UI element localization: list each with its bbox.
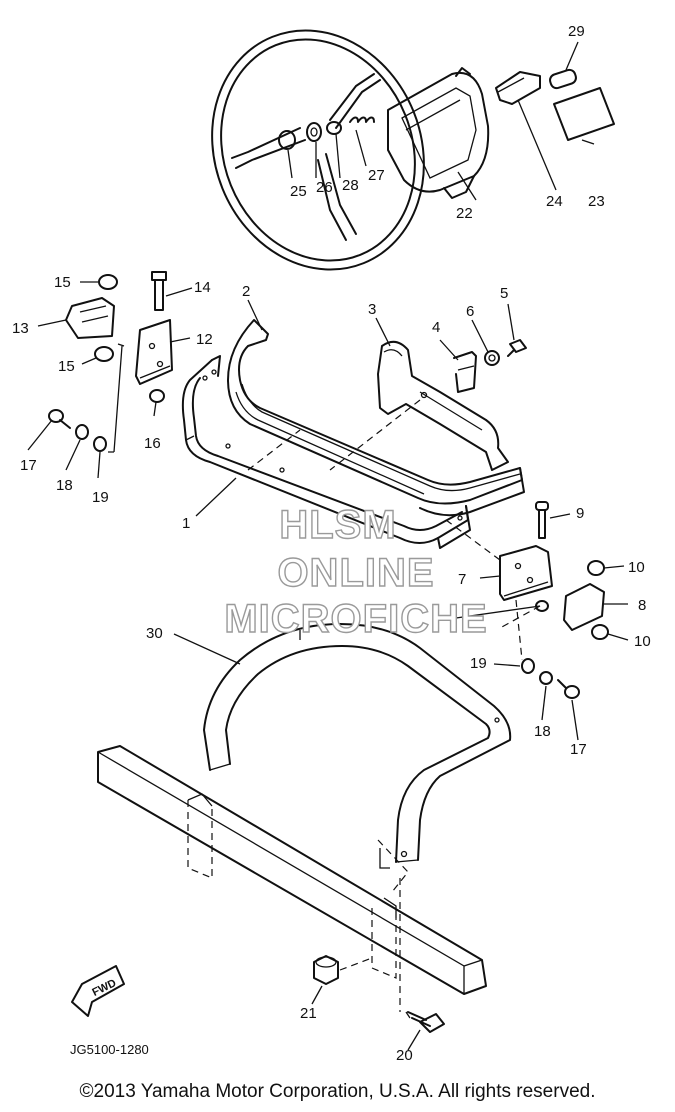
label-29: 29	[568, 23, 585, 40]
label-17-right: 17	[570, 741, 587, 758]
leader-lines	[27, 41, 629, 1051]
right-hardware	[521, 600, 580, 699]
label-5: 5	[500, 285, 508, 302]
watermark-line-3: MICROFICHE	[224, 597, 487, 641]
lower-bumper-beam	[97, 745, 487, 995]
watermark-line-1: HLSM	[279, 503, 396, 547]
part-24-holder	[495, 71, 541, 105]
label-8: 8	[638, 597, 646, 614]
part-30-rollbar	[203, 623, 512, 863]
wheel-hub-parts	[278, 116, 375, 150]
label-22: 22	[456, 205, 473, 222]
label-16: 16	[144, 435, 161, 452]
part-15-caps	[94, 274, 118, 362]
label-15-top: 15	[54, 274, 71, 291]
part-8-cover	[563, 583, 605, 631]
part-9-bolt	[535, 501, 549, 539]
label-26: 26	[316, 179, 333, 196]
label-30: 30	[146, 625, 163, 642]
watermark-line-2: ONLINE	[277, 551, 434, 595]
part-16-nut	[149, 389, 165, 403]
label-3: 3	[368, 301, 376, 318]
label-21: 21	[300, 1005, 317, 1022]
label-20: 20	[396, 1047, 413, 1064]
part-7-bracket	[499, 545, 553, 601]
part-29-cap	[549, 68, 577, 90]
label-24: 24	[546, 193, 563, 210]
part-10-caps	[587, 560, 609, 640]
part-12-bracket	[135, 319, 173, 385]
part-21-nut	[313, 955, 339, 985]
label-15-bottom: 15	[58, 358, 75, 375]
label-1: 1	[182, 515, 190, 532]
copyright-notice: ©2013 Yamaha Motor Corporation, U.S.A. A…	[79, 1081, 596, 1102]
label-7: 7	[458, 571, 466, 588]
label-17-left: 17	[20, 457, 37, 474]
part-2-rail	[227, 319, 525, 517]
part-13-bracket	[65, 297, 115, 339]
label-13: 13	[12, 320, 29, 337]
label-28: 28	[342, 177, 359, 194]
label-18-right: 18	[534, 723, 551, 740]
label-23: 23	[588, 193, 605, 210]
column-cover	[387, 67, 490, 199]
left-hardware	[48, 343, 125, 453]
label-6: 6	[466, 303, 474, 320]
label-10-bottom: 10	[634, 633, 651, 650]
part-3-cover	[377, 340, 509, 471]
label-9: 9	[576, 505, 584, 522]
part-14-bolt	[151, 271, 167, 311]
label-19-left: 19	[92, 489, 109, 506]
part-6-washer	[484, 350, 500, 366]
label-14: 14	[194, 279, 211, 296]
part-20-bolt	[405, 1011, 445, 1033]
label-19-right: 19	[470, 655, 487, 672]
assembly-lines	[247, 399, 541, 1012]
label-2: 2	[242, 283, 250, 300]
part-1-frame	[181, 355, 471, 549]
label-18-left: 18	[56, 477, 73, 494]
label-12: 12	[196, 331, 213, 348]
label-4: 4	[432, 319, 440, 336]
watermark: HLSM ONLINE MICROFICHE	[224, 502, 488, 641]
label-10-top: 10	[628, 559, 645, 576]
part-23-plate	[553, 87, 615, 141]
label-27: 27	[368, 167, 385, 184]
fwd-arrow-badge: FWD	[71, 965, 125, 1017]
label-25: 25	[290, 183, 307, 200]
callout-labels: 1 2 3 4 5 6 7 8 9 10 10 12 13 14 15 15 1…	[12, 23, 651, 1064]
part-5-screw	[507, 339, 527, 357]
diagram-code: JG5100-1280	[70, 1042, 149, 1057]
part-4-clip	[453, 351, 477, 393]
